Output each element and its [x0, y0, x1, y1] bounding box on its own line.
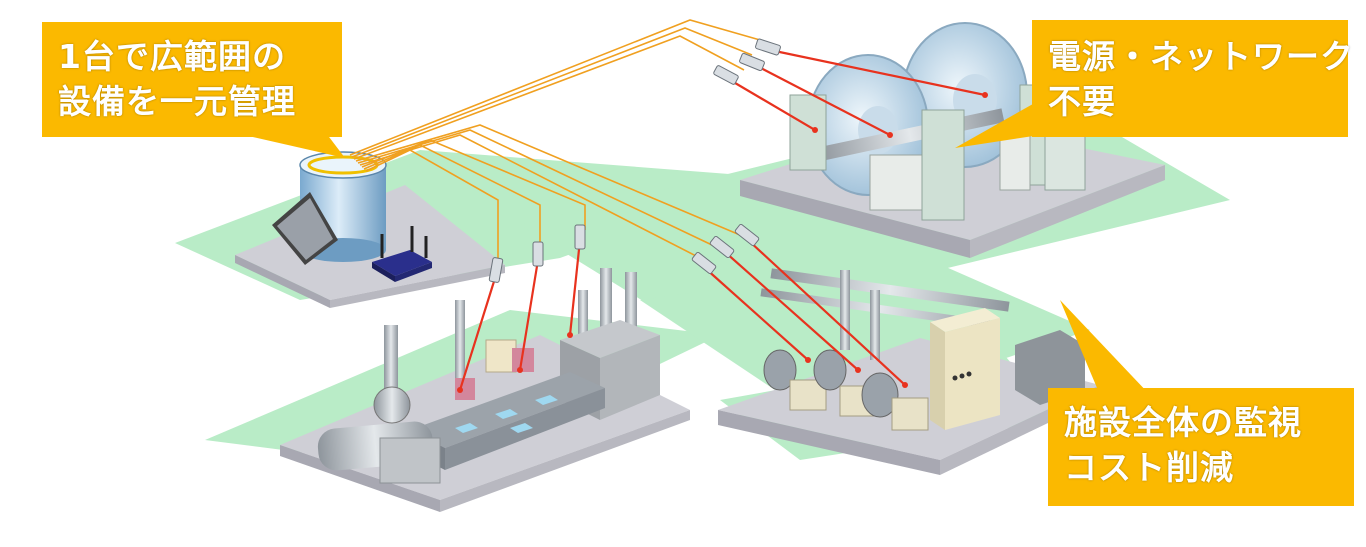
sensor-head [734, 223, 760, 247]
sensor-head [709, 235, 735, 259]
callout-cost-reduction: 施設全体の監視 コスト削減 [1048, 388, 1354, 506]
sensor-head [691, 251, 717, 275]
sensor-head [488, 257, 504, 283]
sensor-head [739, 52, 765, 72]
pump-platform [718, 268, 1100, 475]
callout-line: 電源・ネットワーク [1048, 37, 1354, 76]
callout-line: 設備を一元管理 [58, 82, 296, 121]
callout-line: コスト削減 [1064, 448, 1234, 487]
callout-line: 1台で広範囲の [58, 37, 286, 76]
turbine-platform [740, 22, 1165, 258]
sensor-head [532, 241, 544, 267]
control-room [235, 151, 505, 308]
conveyor-platform [280, 268, 690, 512]
router-device [372, 226, 432, 282]
measurement-points [457, 92, 988, 393]
callout-line: 施設全体の監視 [1064, 403, 1302, 442]
callout-wide-area-management: 1台で広範囲の 設備を一元管理 [42, 22, 342, 137]
sensor-heads [488, 38, 781, 283]
sensor-head [713, 65, 739, 85]
sensor-head [574, 224, 586, 250]
callout-no-power-network: 電源・ネットワーク 不要 [1032, 20, 1354, 137]
laser-lines [458, 48, 986, 391]
pump-motors [763, 349, 929, 431]
tablet-device [272, 192, 338, 265]
sensor-head [755, 38, 781, 56]
fiber-cables [349, 19, 761, 265]
callout-line: 不要 [1048, 82, 1116, 121]
